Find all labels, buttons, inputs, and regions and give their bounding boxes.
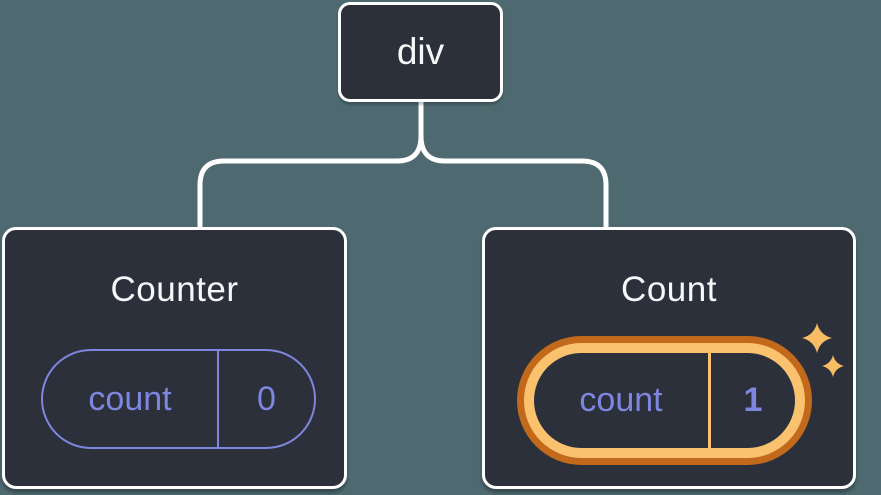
state-value-label: 0 — [257, 379, 276, 418]
state-pill: count 0 — [41, 349, 316, 449]
component-card-counter: Counter count 0 — [2, 227, 347, 489]
connector-branch-left — [197, 133, 424, 230]
state-value-label: 1 — [743, 381, 763, 419]
connector-branch-right — [418, 133, 609, 230]
component-title: Count — [621, 270, 717, 309]
state-pill-highlight-ring: count 1 — [517, 336, 812, 465]
component-card-count: Count count 1 — [482, 227, 856, 489]
root-node-label: div — [396, 31, 445, 72]
state-pill-highlighted: count 1 — [534, 353, 795, 448]
root-node-div: div — [338, 2, 503, 102]
state-name-label: count — [43, 351, 219, 447]
component-title: Counter — [110, 270, 239, 309]
state-name-label: count — [534, 353, 711, 448]
state-pill-highlight-band: count 1 — [524, 343, 805, 458]
